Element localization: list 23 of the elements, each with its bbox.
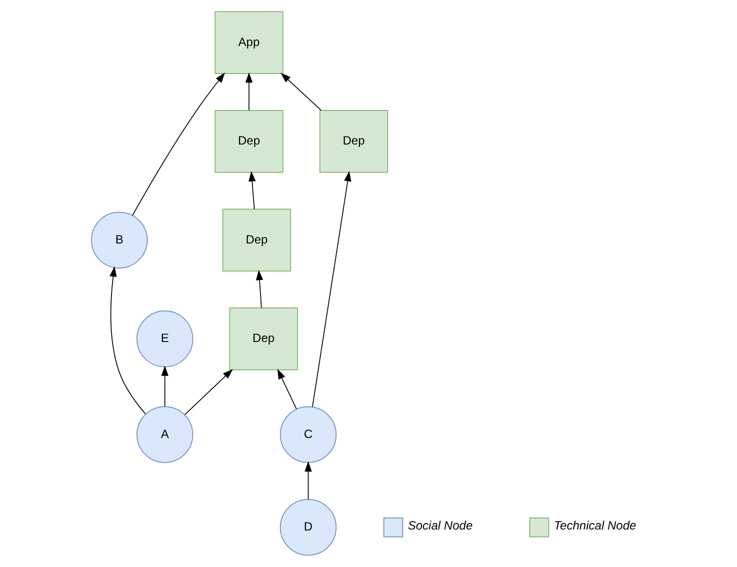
node-circle: D xyxy=(279,499,336,556)
legend-label: Technical Node xyxy=(553,518,636,533)
arrow xyxy=(160,366,168,407)
node-box: Dep xyxy=(214,110,283,173)
node-circle: B xyxy=(90,212,148,268)
arrow xyxy=(109,266,146,414)
node-circle: E xyxy=(136,310,193,368)
node-box: App xyxy=(214,11,283,74)
node-box: Dep xyxy=(318,110,388,173)
arrow xyxy=(304,461,312,500)
arrow xyxy=(132,72,224,216)
node-box: Dep xyxy=(228,308,298,370)
node-circle: C xyxy=(279,406,336,463)
node-box: Dep xyxy=(222,208,291,272)
arrow xyxy=(255,270,263,308)
arrow xyxy=(276,368,296,410)
arrow xyxy=(184,368,232,416)
legend-label: Social Node xyxy=(407,518,472,533)
arrow xyxy=(244,72,252,111)
arrow xyxy=(312,171,351,408)
node-circle: A xyxy=(136,406,193,463)
arrow xyxy=(248,171,256,210)
arrow xyxy=(280,72,322,111)
